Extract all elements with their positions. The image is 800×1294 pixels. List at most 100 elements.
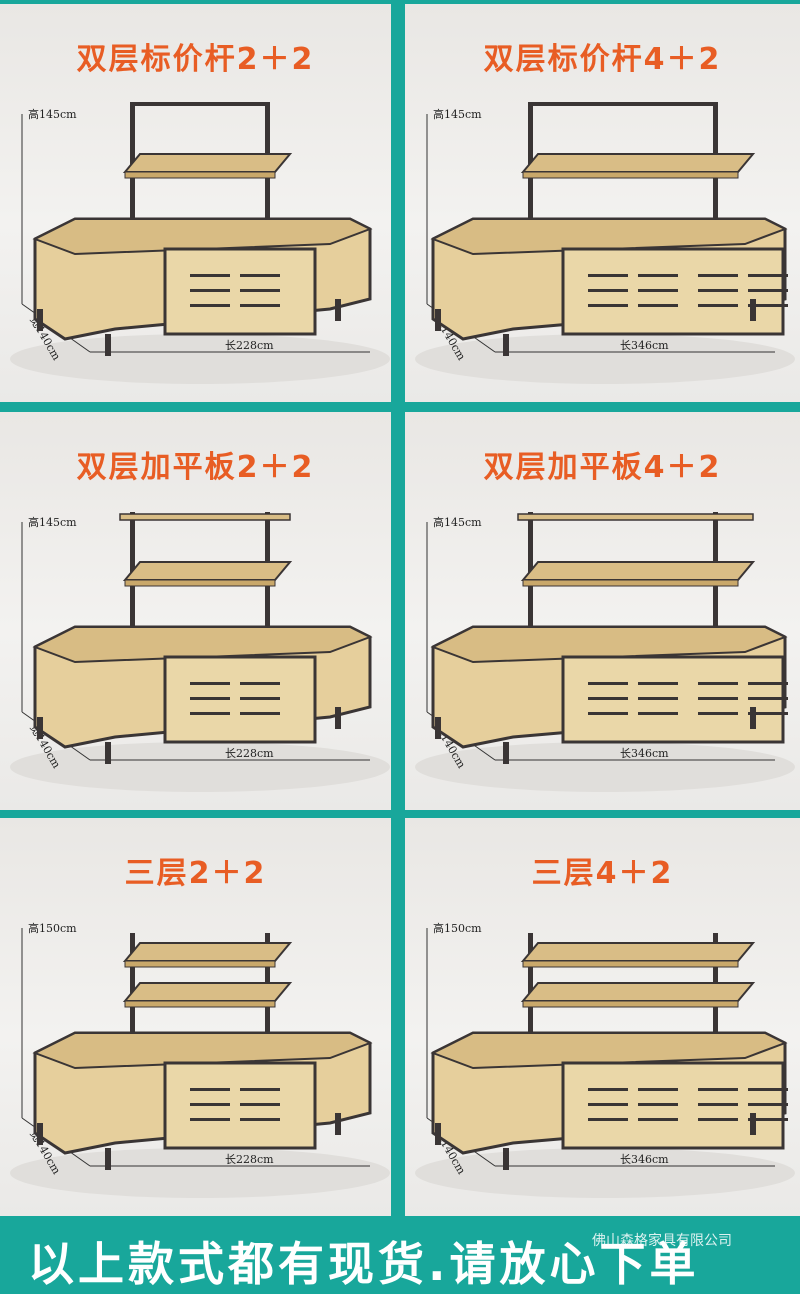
vent-slot	[190, 697, 230, 700]
panel-title: 双层加平板4＋2	[483, 450, 722, 485]
cabinet-leg	[435, 717, 441, 739]
vent-slot	[638, 697, 678, 700]
vent-slot	[748, 304, 788, 307]
vent-slot	[638, 304, 678, 307]
length-label: 长346cm	[620, 339, 669, 352]
cabinet-leg	[435, 1123, 441, 1145]
vent-slot	[190, 274, 230, 277]
upper-shelf-tray	[122, 982, 293, 1002]
cabinet-top-tray	[430, 1032, 788, 1070]
cabinet-leg	[435, 309, 441, 331]
length-label: 长346cm	[620, 747, 669, 760]
vent-slot	[748, 682, 788, 685]
vent-slot	[190, 712, 230, 715]
upper-shelf-edge	[124, 1000, 276, 1008]
height-label: 高145cm	[433, 107, 482, 121]
cabinet-leg	[503, 334, 509, 356]
vent-slot	[638, 1088, 678, 1091]
length-label: 长228cm	[225, 747, 274, 760]
vent-slot	[588, 1118, 628, 1121]
vent-slot	[588, 274, 628, 277]
vent-slot	[240, 1103, 280, 1106]
vent-slot	[240, 304, 280, 307]
cabinet-leg	[750, 707, 756, 729]
cabinet-top-tray	[32, 218, 373, 256]
upper-shelf-tray	[520, 982, 756, 1002]
vent-slot	[748, 697, 788, 700]
vent-slot	[240, 682, 280, 685]
upright-post	[528, 933, 533, 1033]
vent-slot	[190, 682, 230, 685]
cabinet-top-tray	[430, 626, 788, 664]
vent-slot	[588, 682, 628, 685]
vent-slot	[588, 289, 628, 292]
length-label: 长346cm	[620, 1153, 669, 1166]
height-label: 高150cm	[28, 921, 77, 935]
vent-slot	[698, 697, 738, 700]
cabinet-top-tray	[430, 218, 788, 256]
vent-slot	[240, 274, 280, 277]
upper-shelf-edge	[124, 579, 276, 587]
upper-shelf-edge	[522, 171, 739, 179]
price-tag-rail	[130, 102, 270, 106]
upper-shelf-edge	[124, 171, 276, 179]
vent-slot	[638, 682, 678, 685]
cabinet-leg	[503, 742, 509, 764]
upper-shelf-edge	[124, 960, 276, 968]
vent-slot	[190, 304, 230, 307]
vent-slot	[638, 274, 678, 277]
upper-shelf-tray	[520, 561, 756, 581]
vent-slot	[748, 1103, 788, 1106]
vent-slot	[588, 1103, 628, 1106]
vent-slot	[190, 1088, 230, 1091]
height-label: 高145cm	[28, 107, 77, 121]
cabinet-leg	[750, 299, 756, 321]
vent-slot	[588, 697, 628, 700]
upper-shelf-tray	[520, 942, 756, 962]
vent-slot	[638, 1118, 678, 1121]
vent-slot	[698, 712, 738, 715]
vent-slot	[190, 1103, 230, 1106]
height-label: 高145cm	[433, 515, 482, 529]
vent-slot	[240, 697, 280, 700]
cabinet-leg	[105, 742, 111, 764]
panel-title: 三层4＋2	[531, 856, 674, 891]
upper-shelf-edge	[522, 960, 739, 968]
cabinet-top-tray	[32, 626, 373, 664]
vent-slot	[698, 682, 738, 685]
height-label: 高150cm	[433, 921, 482, 935]
panel-title: 双层标价杆4＋2	[483, 42, 722, 77]
panel-title: 双层标价杆2＋2	[76, 42, 315, 77]
upright-post	[130, 933, 135, 1033]
cabinet-leg	[750, 1113, 756, 1135]
vent-slot	[698, 1088, 738, 1091]
cabinet-leg	[37, 309, 43, 331]
upper-shelf-tray	[122, 561, 293, 581]
vent-slot	[240, 1118, 280, 1121]
vent-slot	[748, 1088, 788, 1091]
vent-slot	[588, 1088, 628, 1091]
upper-shelf-edge	[522, 579, 739, 587]
cabinet-leg	[105, 1148, 111, 1170]
vent-slot	[638, 289, 678, 292]
cabinet-leg	[335, 1113, 341, 1135]
vent-slot	[698, 1103, 738, 1106]
height-label: 高145cm	[28, 515, 77, 529]
vent-slot	[240, 712, 280, 715]
cabinet-leg	[335, 299, 341, 321]
vent-slot	[748, 289, 788, 292]
footer-slogan: 以上款式都有现货.请放心下单	[28, 1237, 700, 1291]
cabinet-leg	[335, 707, 341, 729]
upper-shelf-tray	[520, 153, 756, 173]
watermark-text: 佛山森格家具有限公司	[592, 1233, 732, 1249]
